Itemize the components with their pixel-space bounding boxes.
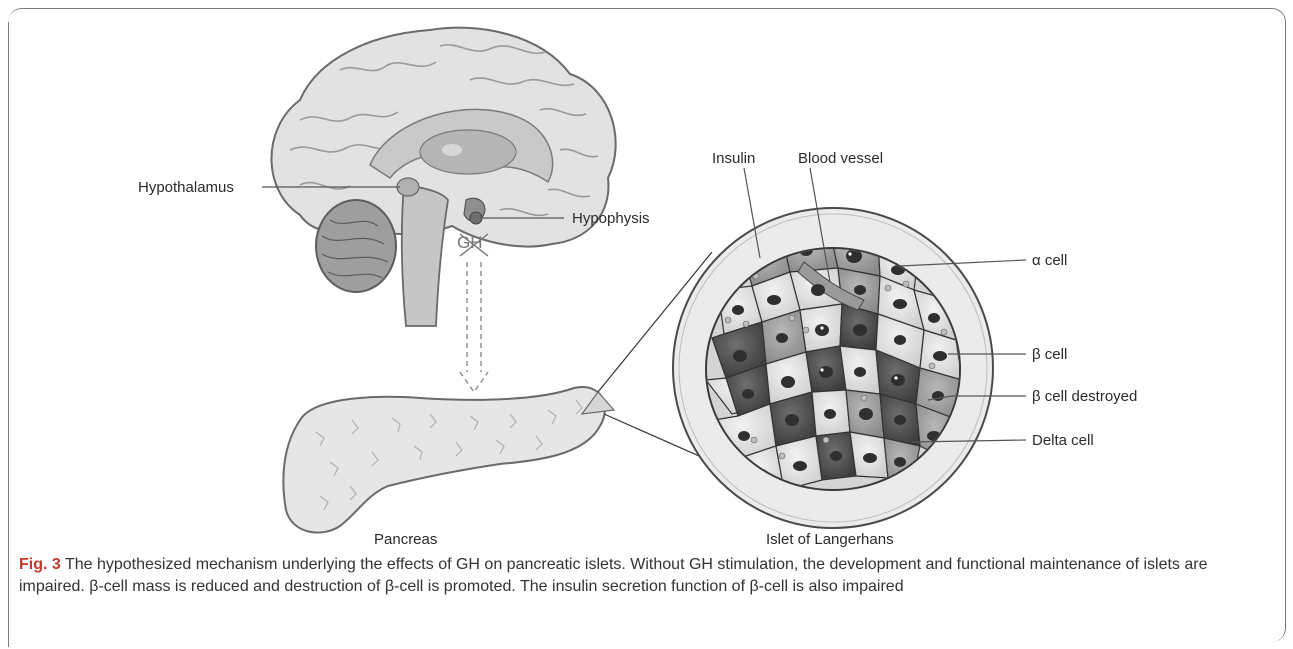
delta-cell-label: Delta cell [1032, 432, 1094, 449]
pancreas-label: Pancreas [374, 531, 437, 548]
brain-illustration [272, 28, 616, 326]
islet-of-langerhans-illustration [673, 208, 993, 528]
pancreas-illustration [283, 387, 614, 532]
beta-cell-label: β cell [1032, 346, 1067, 363]
hypothalamus-label: Hypothalamus [138, 179, 234, 196]
beta-cell-destroyed-label: β cell destroyed [1032, 388, 1137, 405]
insulin-label: Insulin [712, 150, 755, 167]
hypophysis-label: Hypophysis [572, 210, 650, 227]
alpha-cell-label: α cell [1032, 252, 1067, 269]
figure-caption-label: Fig. 3 [19, 556, 61, 573]
figure-illustration: Hypothalamus Hypophysis GH [0, 0, 1293, 549]
figure-caption: Fig. 3 The hypothesized mechanism underl… [19, 554, 1269, 598]
islet-of-langerhans-label: Islet of Langerhans [766, 531, 894, 548]
dashed-arrow-down-icon [460, 262, 488, 392]
blood-vessel-label: Blood vessel [798, 150, 883, 167]
figure-caption-text: The hypothesized mechanism underlying th… [19, 556, 1207, 595]
